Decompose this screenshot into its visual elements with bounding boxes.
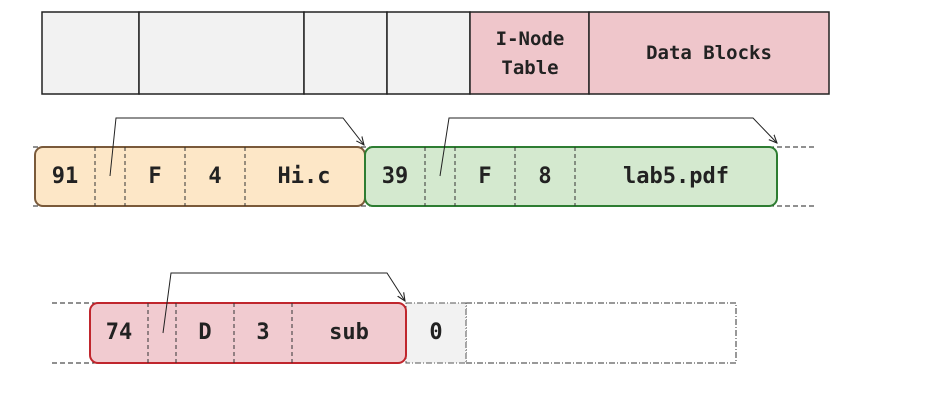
entry-inode: 91: [52, 164, 79, 189]
rec-len-pointer-arrow: [439, 117, 777, 177]
entry-name: lab5.pdf: [623, 164, 729, 189]
dir-entry-sub: 74 D 3 sub: [89, 272, 407, 364]
entry-box: [405, 302, 467, 364]
entry-type: D: [198, 320, 211, 345]
dir-entry-hi-c: 91 F 4 Hi.c: [34, 117, 366, 207]
entry-name-len: 8: [538, 164, 551, 189]
layout-block-3: [303, 11, 388, 95]
data-blocks-label: Data Blocks: [646, 42, 772, 64]
inode-table-block: [469, 11, 590, 95]
inode-table-label-line1: I-Node: [496, 28, 565, 50]
entry-name-len: 3: [256, 320, 269, 345]
layout-block-2: [138, 11, 305, 95]
entry-name: sub: [329, 320, 369, 345]
free-space-region: [465, 302, 737, 364]
inode-table-label-line2: Table: [501, 57, 558, 79]
directory-block-row-2: 0 74 D 3 sub: [52, 272, 737, 364]
entry-name-len: 4: [208, 164, 221, 189]
entry-type: F: [148, 164, 161, 189]
entry-inode: 39: [382, 164, 409, 189]
entry-inode: 74: [106, 320, 133, 345]
entry-box: [89, 302, 407, 364]
filesystem-layout-bar: I-Node Table Data Blocks: [41, 11, 830, 95]
dir-entry-free: 0: [405, 302, 467, 364]
rec-len-pointer-arrow: [162, 272, 405, 334]
directory-block-row-1: 91 F 4 Hi.c 39 F 8 lab5.pdf: [33, 117, 815, 207]
layout-block-4: [386, 11, 471, 95]
rec-len-pointer-arrow: [109, 117, 364, 177]
entry-box: [364, 146, 778, 207]
layout-block-1: [41, 11, 140, 95]
entry-type: F: [478, 164, 491, 189]
entry-inode: 0: [429, 320, 442, 345]
dir-entry-lab5-pdf: 39 F 8 lab5.pdf: [364, 117, 778, 207]
data-blocks-block: [588, 11, 830, 95]
entry-name: Hi.c: [278, 164, 331, 189]
